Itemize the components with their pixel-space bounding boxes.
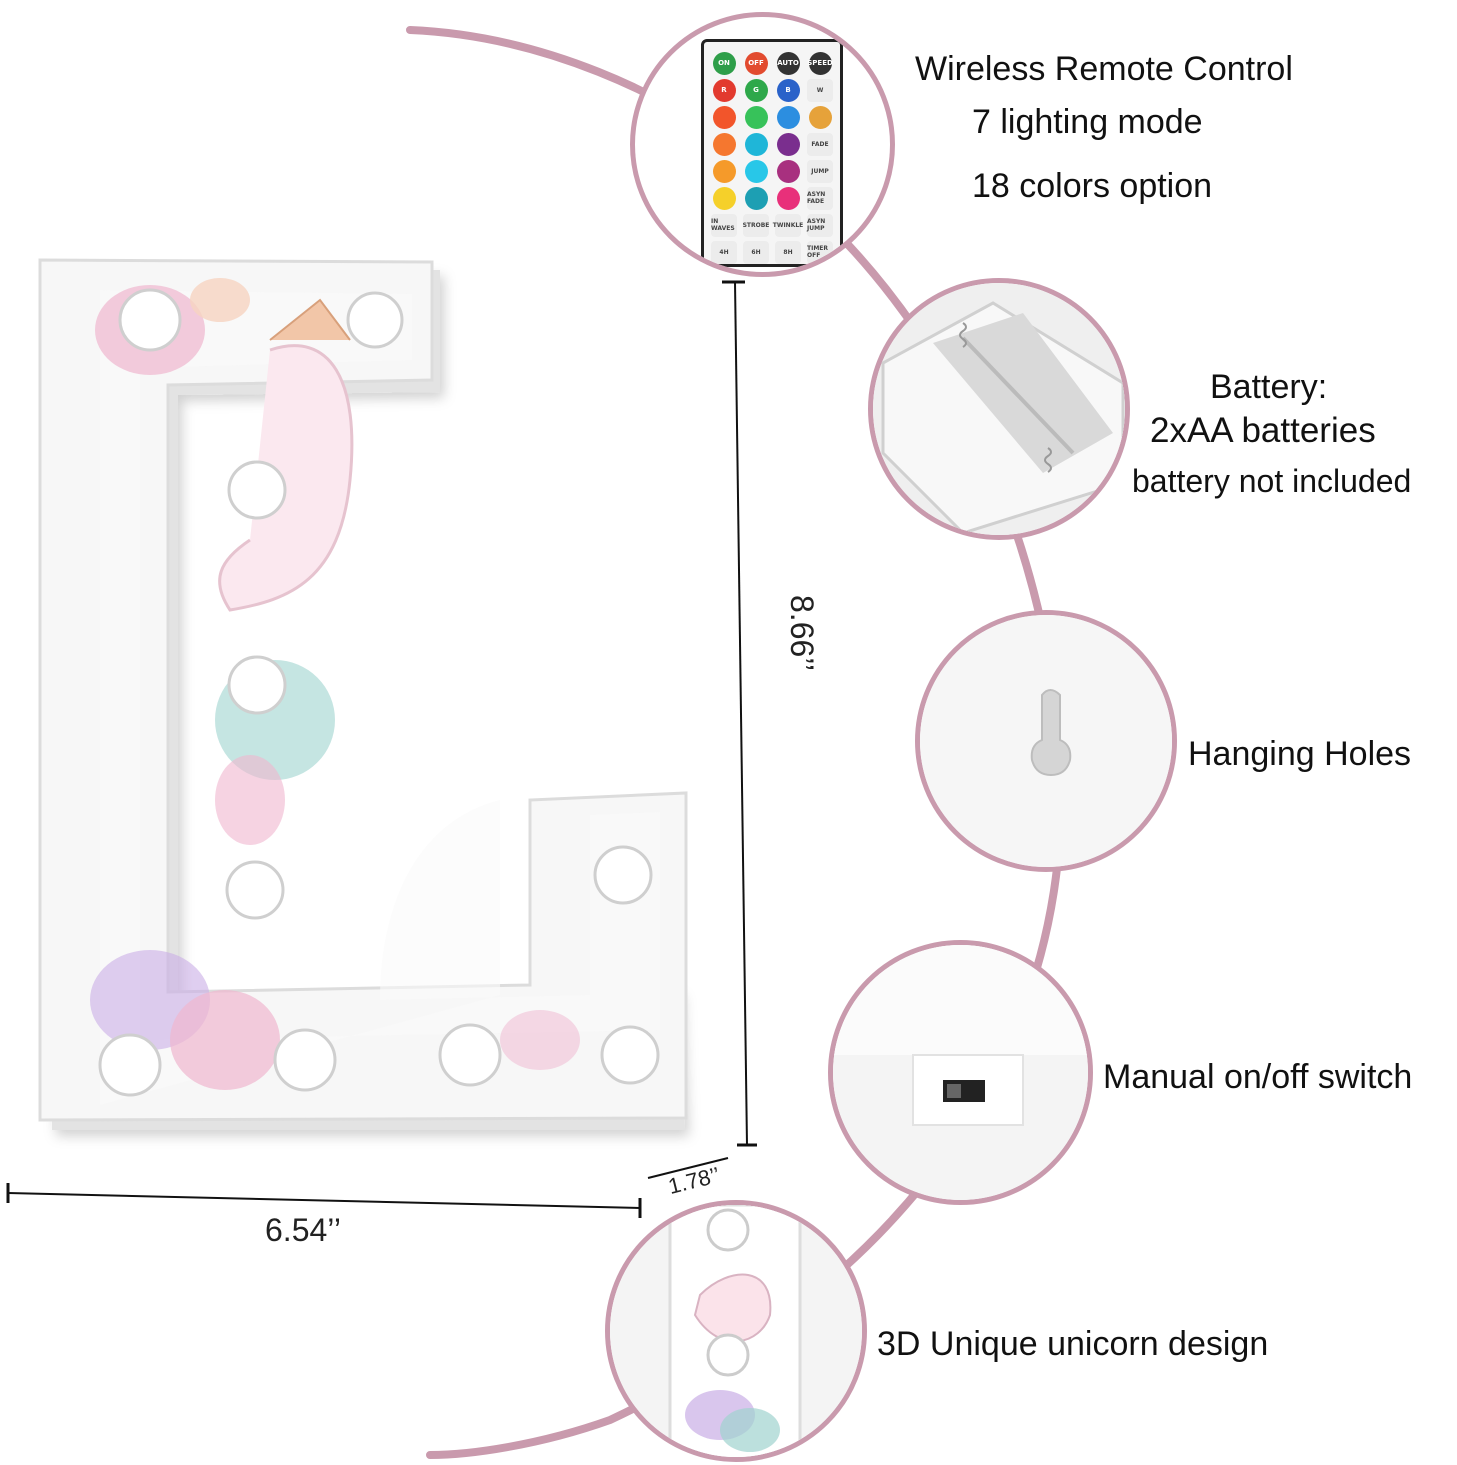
remote-button: TWINKLE [773,213,803,237]
remote-button: ASYN JUMP [807,213,833,237]
remote-button [712,159,736,183]
hanging-hole-circle [915,610,1177,872]
remote-button: TIMER OFF [807,240,833,264]
remote-title: Wireless Remote Control [915,50,1293,88]
remote-button: SPEED [807,51,833,75]
led-bulbs [98,288,660,1097]
remote-button [712,105,736,129]
remote-button: W [807,78,833,102]
battery-line-note: battery not included [1132,463,1412,499]
battery-compartment-circle [868,278,1130,540]
remote-button: B [776,78,800,102]
remote-button [776,159,800,183]
remote-button [712,186,736,210]
remote-button: IN WAVES [711,213,737,237]
power-switch-circle [828,940,1093,1205]
remote-button [776,186,800,210]
remote-button [712,132,736,156]
switch-title: Manual on/off switch [1103,1058,1413,1096]
remote-line-colors: 18 colors option [972,167,1213,205]
battery-line-type: 2xAA batteries [1150,411,1376,450]
switch-image [833,945,1088,1200]
remote-button [808,105,832,129]
unicorn-side-image [610,1205,862,1457]
remote-button: 4H [711,240,737,264]
remote-button [776,132,800,156]
unicorn-design-circle [605,1200,867,1462]
height-dimension-label: 8.66’’ [784,595,820,671]
remote-button: FADE [807,132,833,156]
battery-compartment-image [873,283,1125,535]
remote-button [744,159,768,183]
keyhole-icon [920,615,1172,867]
hanging-holes-title: Hanging Holes [1188,735,1412,773]
remote-button: AUTO [776,51,800,75]
remote-button: 8H [775,240,801,264]
dimension-lines [6,280,757,1218]
letter-l-product-image [38,258,688,1130]
remote-button: 6H [743,240,769,264]
remote-button: ASYN FADE [807,186,833,210]
remote-button: G [744,78,768,102]
battery-title: Battery: [1210,368,1328,406]
remote-button: OFF [744,51,768,75]
remote-button: ON [712,51,736,75]
remote-button [744,105,768,129]
remote-button [744,186,768,210]
remote-button [776,105,800,129]
remote-button [744,132,768,156]
width-dimension-label: 6.54’’ [265,1212,341,1248]
remote-line-lighting: 7 lighting mode [972,103,1203,141]
remote-button: STROBE [743,213,769,237]
remote-button: JUMP [807,159,833,183]
remote-button: R [712,78,736,102]
design-title: 3D Unique unicorn design [877,1325,1269,1363]
